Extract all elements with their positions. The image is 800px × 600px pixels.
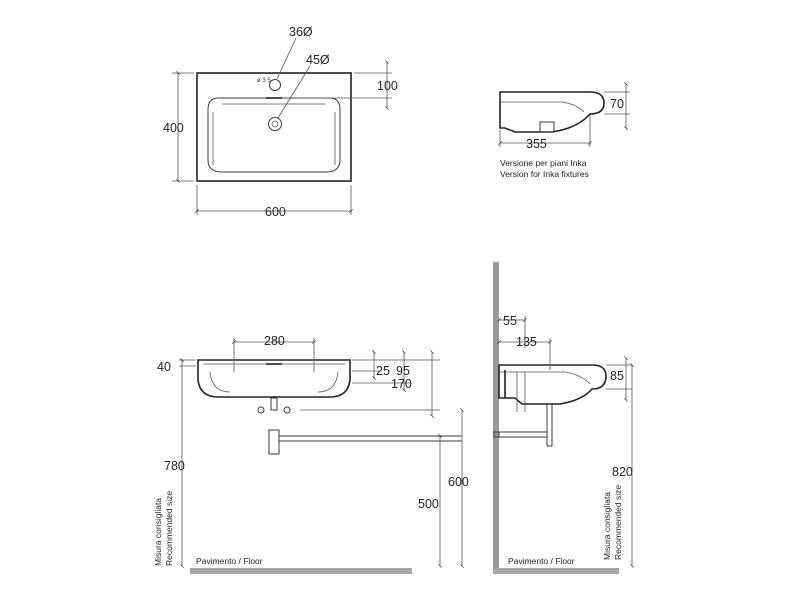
basin-outline-top [196,72,352,182]
dim-500: 500 [418,497,439,511]
leader-45 [277,65,311,119]
basin-bowl-top [207,97,341,173]
dim-400: 400 [163,121,184,135]
dim-170: 170 [391,377,412,391]
floor-label-wall: Pavimento / Floor [508,556,575,566]
tap-marks: ø 3 5 [257,78,271,84]
floor-label-front: Pavimento / Floor [196,556,263,566]
trap-fitting [257,397,462,455]
dim-780: 780 [164,459,185,473]
recommended-en-front: Recommended size [164,491,174,566]
caption-inka-it: Versione per piani Inka [500,158,587,168]
dim-85: 85 [610,369,624,383]
dim-45: 45Ø [306,53,330,67]
floor-bar-wall [493,568,619,574]
recommended-en-wall: Recommended size [613,485,623,560]
dim-95: 95 [396,364,410,378]
dim-280: 280 [264,334,285,348]
trap-side [493,372,553,447]
drain-hole-circle [268,117,282,131]
wall-section [493,262,499,574]
wall-view: 55 135 85 820 Misura consigliata Recomme… [493,262,634,574]
basin-profile-inka [499,91,605,133]
floor-bar-front [190,568,412,574]
tap-hole-circle [269,79,281,91]
side-view-inka: 355 Versione per piani Inka Version for … [498,82,630,179]
dim-820: 820 [612,465,633,479]
dim-70: 70 [610,97,624,111]
dim-600-top: 600 [265,205,286,219]
dim-25: 25 [376,364,390,378]
recommended-it-wall: Misura consigliata [602,492,612,560]
dim-600-front: 600 [448,475,469,489]
basin-profile-wall [498,364,607,405]
front-view: 280 40 25 95 170 780 500 600 Misura cons… [153,334,469,574]
top-view: ø 3 5 36Ø 45Ø 600 400 100 [163,25,398,219]
dim-55: 55 [503,314,517,328]
leader-36 [276,37,297,80]
caption-inka-en: Version for Inka fixtures [500,169,589,179]
dim-36: 36Ø [289,25,313,39]
dim-135: 135 [516,335,537,349]
dim-355: 355 [526,137,547,151]
dim-100: 100 [377,79,398,93]
dim-40: 40 [157,360,171,374]
basin-outline-front [197,359,351,398]
recommended-it-front: Misura consigliata [153,498,163,566]
